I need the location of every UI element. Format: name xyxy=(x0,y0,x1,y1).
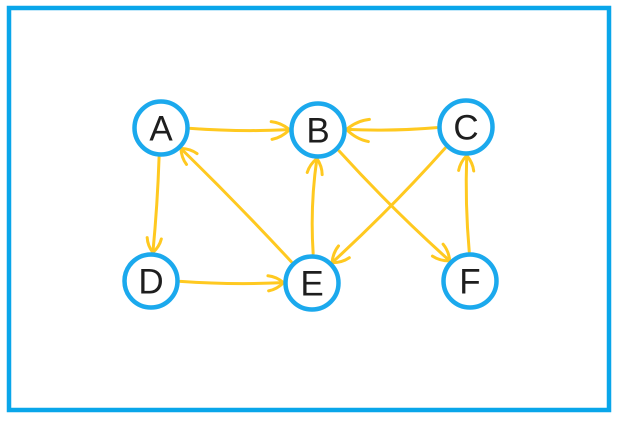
edge-line xyxy=(344,126,439,132)
edge-line xyxy=(330,146,447,265)
edge-line xyxy=(178,279,286,286)
arrowhead-wing xyxy=(344,127,370,144)
node-C: C xyxy=(437,98,495,156)
arrowhead-wing xyxy=(330,244,341,265)
node-A: A xyxy=(132,99,190,157)
edge-E-A xyxy=(179,146,293,264)
edge-line xyxy=(151,155,161,255)
arrowhead-wing xyxy=(457,153,469,172)
edge-line xyxy=(188,126,292,133)
node-circle xyxy=(132,99,190,157)
canvas-border-frame xyxy=(6,5,612,413)
edge-A-B xyxy=(188,120,292,141)
edge-A-D xyxy=(145,155,163,255)
arrowhead-wing xyxy=(179,146,199,156)
edge-E-B xyxy=(305,156,324,256)
edge-line xyxy=(337,149,452,263)
arrowhead-wing xyxy=(267,281,286,293)
node-E: E xyxy=(283,254,341,312)
node-circle xyxy=(122,252,180,310)
arrowhead-wing xyxy=(266,274,286,285)
node-circle xyxy=(283,254,341,312)
arrowhead-wing xyxy=(430,254,452,263)
arrowhead-wing xyxy=(305,156,319,174)
edge-F-C xyxy=(457,153,476,254)
edge-B-F xyxy=(337,149,452,263)
node-circle xyxy=(441,252,499,310)
node-B: B xyxy=(289,101,347,159)
arrowhead-wing xyxy=(465,153,476,173)
edge-C-B xyxy=(344,117,439,144)
arrowhead-wing xyxy=(270,128,292,141)
edge-D-E xyxy=(178,274,286,293)
arrowhead-wing xyxy=(145,236,155,255)
edge-line xyxy=(310,156,319,256)
node-label-E: E xyxy=(300,265,323,304)
arrowhead-wing xyxy=(315,156,324,177)
node-circle xyxy=(289,101,347,159)
arrowhead-wing xyxy=(269,120,292,132)
arrowhead-wing xyxy=(344,117,371,131)
node-D: D xyxy=(122,252,180,310)
node-label-B: B xyxy=(306,112,329,151)
node-label-F: F xyxy=(459,263,480,302)
arrowhead-wing xyxy=(330,256,351,265)
edge-C-E xyxy=(330,146,447,265)
node-F: F xyxy=(441,252,499,310)
node-label-A: A xyxy=(149,110,173,149)
node-circle xyxy=(437,98,495,156)
edge-line xyxy=(464,153,471,254)
node-label-C: C xyxy=(453,109,478,148)
arrowhead-wing xyxy=(179,146,189,166)
edge-line xyxy=(179,146,293,264)
arrowhead-wing xyxy=(441,242,452,263)
node-label-D: D xyxy=(138,263,163,302)
